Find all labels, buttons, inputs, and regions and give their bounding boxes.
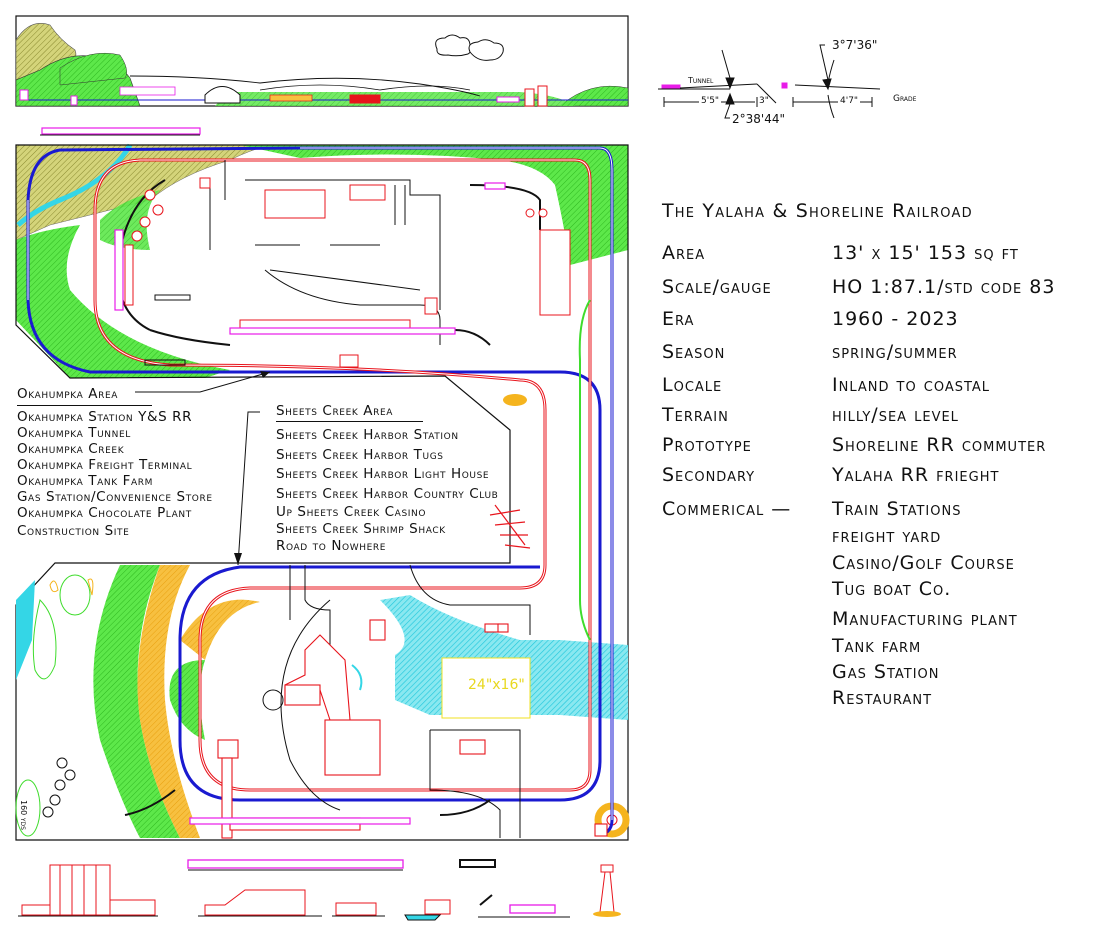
harbor-module — [441, 657, 531, 719]
commercial-item: Train Stations — [832, 498, 962, 520]
angle-right: 3°7'36" — [832, 38, 878, 52]
hotel-building-icon — [21, 864, 156, 916]
tunnel-label: Tunnel — [688, 76, 714, 85]
commercial-item: Casino/Golf Course — [832, 552, 1015, 574]
commuter-train-icon — [40, 127, 201, 136]
okahumpka-heading: Okahumpka Area — [17, 386, 152, 406]
legend-item: Okahumpka Creek — [17, 441, 125, 457]
gas-station-icon — [335, 902, 377, 916]
commercial-item: Gas Station — [832, 661, 940, 683]
legend-item: Sheets Creek Harbor Tugs — [276, 446, 444, 463]
commercial-item: Tug boat Co. — [832, 578, 952, 600]
legend-item: Okahumpka Tunnel — [17, 425, 131, 441]
legend-item: Construction Site — [17, 523, 130, 539]
dim-left: 5'5" — [699, 96, 722, 106]
sheets-creek-legend: Sheets Creek Area Sheets Creek Harbor St… — [276, 403, 498, 555]
legend-item: Gas Station/Convenience Store — [17, 489, 213, 505]
green-track — [578, 299, 591, 641]
sheets-creek-heading: Sheets Creek Area — [276, 403, 423, 422]
angle-left: 2°38'44" — [732, 112, 785, 126]
sand-bunker — [180, 599, 260, 660]
commercial-item: freight yard — [832, 525, 942, 547]
dim-mid: 3" — [759, 96, 769, 106]
legend-item: Okahumpka Station Y&S RR — [17, 409, 193, 425]
legend-item: Sheets Creek Shrimp Shack — [276, 521, 446, 537]
harbor-size-label: 24"x16" — [468, 677, 525, 693]
railroad-title: The Yalaha & Shoreline Railroad — [662, 200, 973, 222]
black-coach-icon — [459, 859, 496, 868]
legend-item: Sheets Creek Harbor Country Club — [276, 485, 499, 502]
legend-item: Okahumpka Chocolate Plant — [17, 505, 192, 521]
station-overpass-icon — [204, 889, 306, 916]
okahumpka-legend: Okahumpka Area Okahumpka Station Y&S RR … — [17, 386, 213, 539]
grass-bunker — [169, 660, 205, 740]
structure-elevations — [18, 859, 621, 921]
dim-right: 4'7" — [838, 96, 861, 106]
sand-arc-bottom — [137, 565, 200, 838]
legend-item: Okahumpka Freight Terminal — [17, 457, 193, 473]
grass-area-top — [16, 225, 230, 378]
tugboat-icon — [424, 899, 451, 915]
passenger-train-icon — [187, 859, 404, 869]
commercial-item: Restaurant — [832, 687, 933, 709]
commercial-item: Tank farm — [832, 635, 922, 657]
creek — [16, 143, 133, 227]
cloud-icon — [435, 34, 473, 57]
legend-item: Road to Nowhere — [276, 538, 387, 554]
okahumpka-station-train — [229, 327, 456, 335]
casino-building — [284, 634, 351, 721]
golf-distance-label: 160 yds — [19, 800, 28, 830]
legend-item: Okahumpka Tank Farm — [17, 473, 153, 489]
main-layout — [15, 143, 630, 841]
legend-item: Up Sheets Creek Casino — [276, 504, 427, 520]
lighthouse-icon — [599, 864, 615, 913]
legend-item: Sheets Creek Harbor Light House — [276, 466, 490, 482]
grass-arc-bottom — [93, 565, 180, 838]
cloud-icon — [468, 39, 504, 61]
elevation-view — [15, 15, 629, 107]
water-creek-bottom — [16, 580, 35, 680]
hill-olive-area — [15, 144, 271, 241]
legend-item: Sheets Creek Harbor Station — [276, 427, 459, 443]
grade-label: Grade — [893, 94, 917, 104]
commercial-item: Manufacturing plant — [832, 608, 1018, 630]
sheets-creek-station-train — [189, 817, 411, 825]
